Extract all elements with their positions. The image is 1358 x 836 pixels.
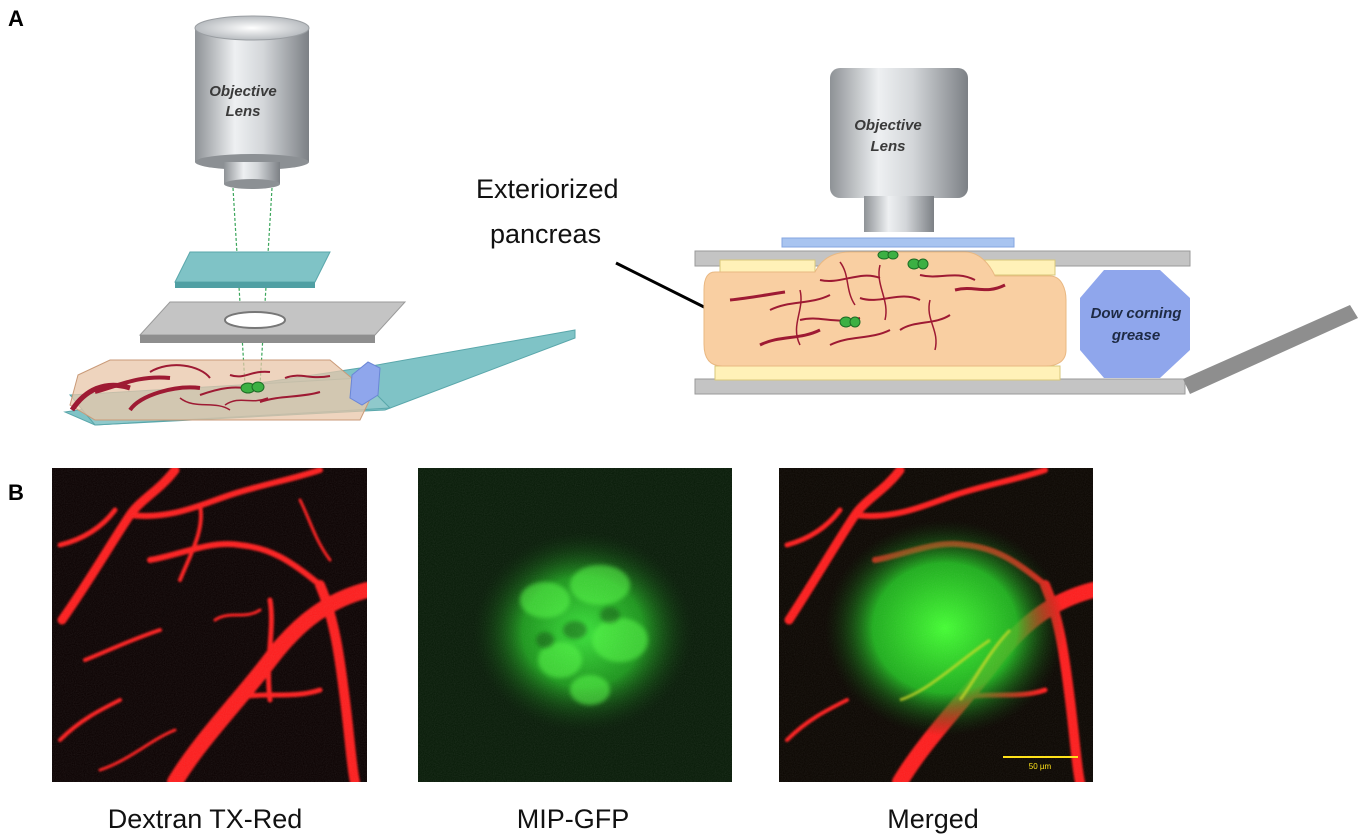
right-objective-lens: Objective Lens [830, 68, 968, 232]
callout-label-line1: Exteriorized [476, 174, 619, 204]
left-stage-plate [138, 301, 407, 343]
scale-bar-label: 50 µm [1029, 762, 1052, 771]
left-objective-label-line2: Lens [225, 103, 260, 120]
grease-label-line2: grease [1111, 327, 1160, 344]
merged-image: 50 µm [779, 468, 1093, 782]
caption-mip-gfp: MIP-GFP [517, 804, 630, 834]
left-tissue-platform [63, 329, 576, 426]
dow-corning-grease: Dow corning grease [1080, 270, 1190, 378]
dextran-tx-red-image [52, 468, 367, 782]
right-coverslip [781, 237, 1015, 248]
right-objective-label-line2: Lens [870, 138, 905, 155]
left-objective-lens: Objective Lens [194, 15, 310, 189]
scale-bar: 50 µm [1003, 756, 1078, 771]
caption-merged: Merged [887, 804, 979, 834]
exteriorized-pancreas [703, 250, 1067, 367]
right-spacer-pads [714, 259, 1061, 381]
left-objective-label-line1: Objective [209, 83, 277, 100]
caption-dextran: Dextran TX-Red [108, 804, 303, 834]
left-coverslip [174, 251, 331, 288]
right-bottom-plate [694, 305, 1358, 395]
grease-label-line1: Dow corning [1091, 305, 1182, 322]
panel-a-label: A [8, 6, 24, 31]
right-objective-label-line1: Objective [854, 117, 922, 134]
callout-label-line2: pancreas [490, 219, 601, 249]
light-cone [232, 187, 273, 386]
panel-b-label: B [8, 480, 24, 505]
mip-gfp-image [418, 468, 732, 782]
